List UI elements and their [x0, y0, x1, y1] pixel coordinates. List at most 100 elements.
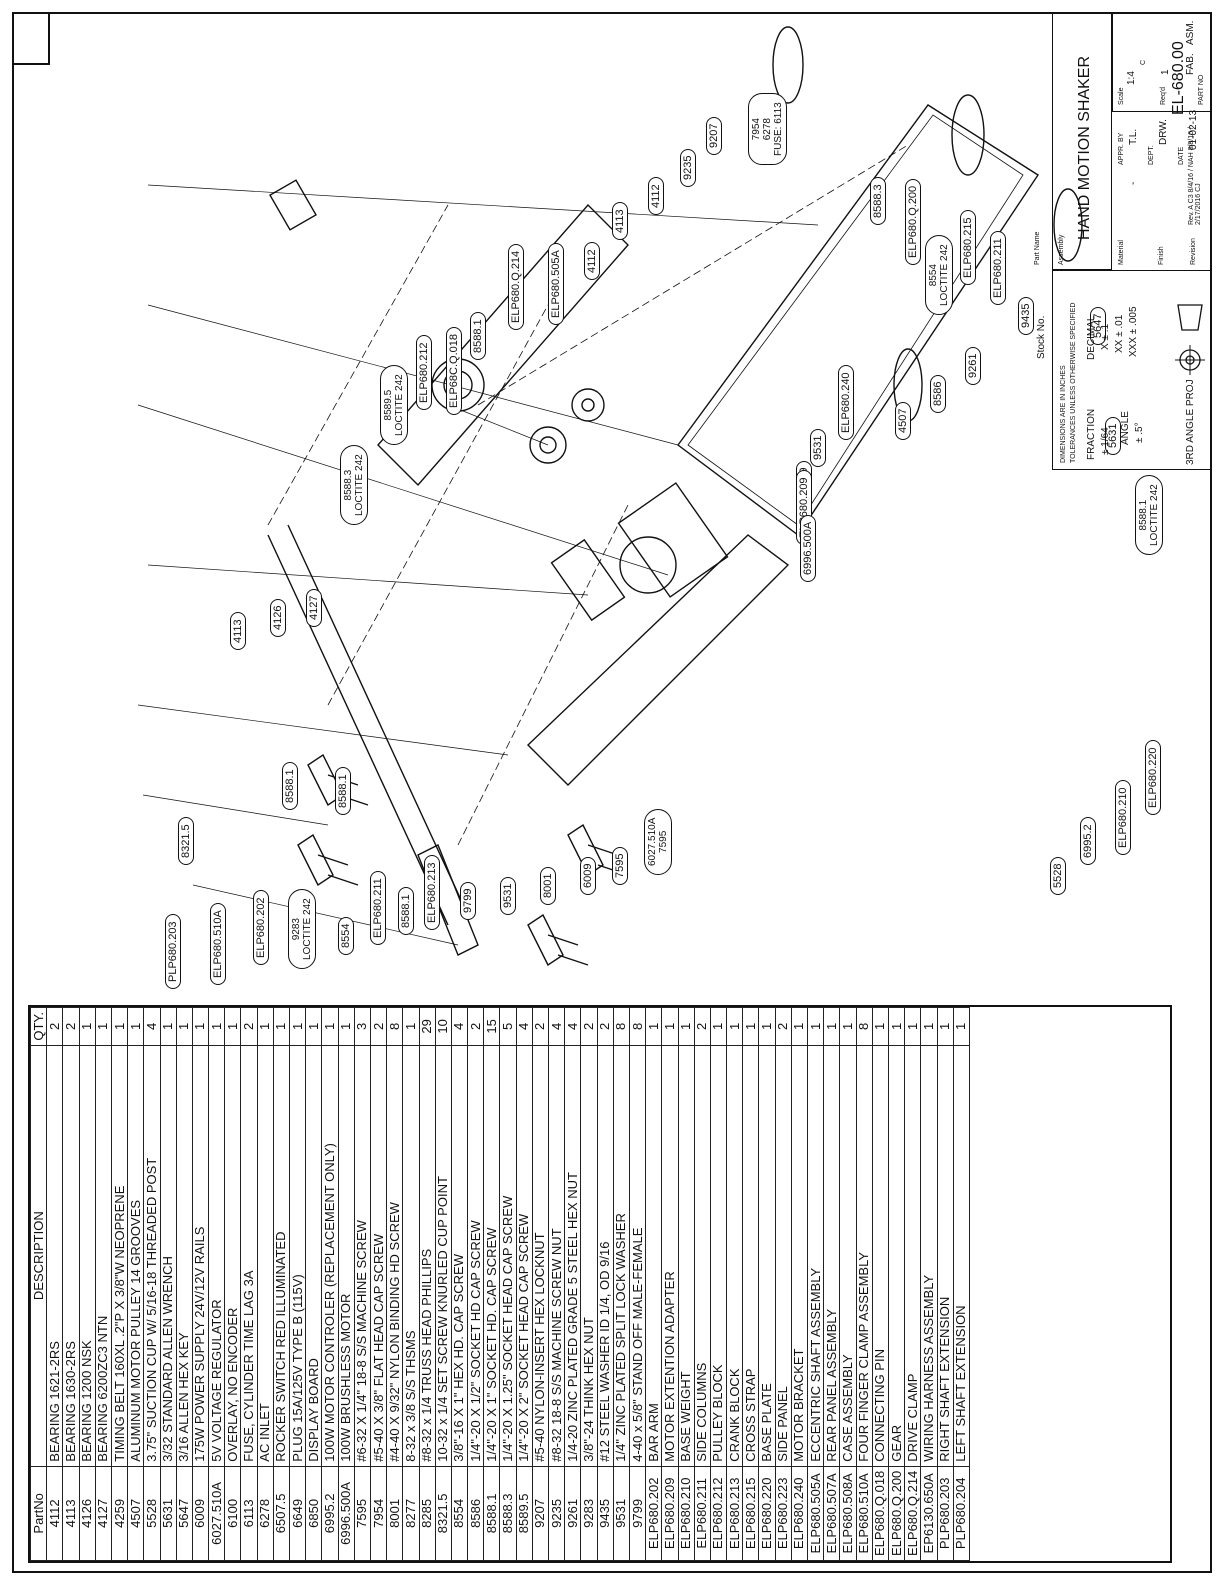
bom-cell-partno: ELP680.220: [758, 1466, 776, 1561]
balloon-8589-5-text: 8589.5: [383, 389, 394, 421]
bom-cell-partno: ELP680.223: [775, 1466, 792, 1561]
bom-cell-description: 3/32 STANDARD ALLEN WRENCH: [160, 1045, 177, 1467]
bom-cell-qty: 1: [257, 1007, 274, 1046]
balloon-6278-text: 6278: [762, 118, 773, 141]
finish-label: Finish: [1158, 246, 1165, 265]
projection-symbol-icon: [1175, 304, 1205, 375]
scale-size: C: [1140, 59, 1147, 65]
bom-cell-qty: 8: [386, 1007, 403, 1046]
bom-cell-description: 100W BRUSHLESS MOTOR: [338, 1045, 355, 1467]
bom-cell-description: #5-40 X 3/8" FLAT HEAD CAP SCREW: [370, 1045, 387, 1467]
balloon-elp680-202: ELP680.202: [253, 890, 269, 965]
bom-cell-qty: 4: [143, 1007, 160, 1046]
bom-cell-partno: 4127: [95, 1466, 112, 1561]
bom-cell-description: ECCENTRIC SHAFT ASSEMBLY: [807, 1045, 824, 1467]
balloon-elp680-q214: ELP680.Q.214: [508, 243, 524, 330]
bom-cell-qty: 2: [597, 1007, 614, 1046]
bom-cell-partno: ELP680.211: [694, 1466, 711, 1561]
angle-label: ANGLE: [1120, 411, 1131, 445]
bom-cell-qty: 8: [613, 1007, 630, 1046]
bom-cell-partno: EP6130.650A: [920, 1466, 937, 1561]
balloon-9283-loctite: 9283 LOCTITE 242: [288, 889, 316, 969]
bom-cell-partno: 6996.500A: [338, 1466, 355, 1561]
balloon-8554: 8554: [338, 916, 354, 955]
bom-cell-partno: 8277: [402, 1466, 419, 1561]
balloon-6027-text: 6027.510A: [647, 817, 658, 866]
bom-cell-description: PLUG 15A/125V TYPE B (115V): [289, 1045, 306, 1467]
bom-cell-partno: 8589.5: [516, 1466, 533, 1561]
bom-cell-partno: 6027.510A: [208, 1466, 225, 1561]
bom-cell-description: BEARING 1200 NSK: [79, 1045, 96, 1467]
bom-cell-description: BEARING 1630-2RS: [62, 1045, 80, 1467]
bom-cell-description: SIDE COLUMNS: [694, 1045, 711, 1467]
bom-cell-partno: ELP680.Q.018: [872, 1466, 889, 1561]
bom-cell-partno: 4259: [111, 1466, 128, 1561]
bom-cell-partno: ELP680.240: [791, 1466, 808, 1561]
bom-cell-description: PULLEY BLOCK: [710, 1045, 727, 1467]
bom-cell-partno: 7595: [354, 1466, 371, 1561]
bom-cell-partno: 6009: [192, 1466, 209, 1561]
bom-cell-partno: 5647: [176, 1466, 193, 1561]
balloon-6027-7595-text: 7595: [658, 830, 669, 853]
balloon-elp680-212: ELP680.212: [416, 335, 432, 410]
balloon-8588-1c: 8588.1: [470, 312, 486, 360]
dims-note-2: TOLERANCES UNLESS OTHERWISE SPECIFIED: [1070, 302, 1077, 463]
bom-cell-description: BASE WEIGHT: [678, 1045, 695, 1467]
bom-cell-description: BEARING 1621-2RS: [46, 1045, 63, 1467]
bom-cell-qty: 1: [839, 1007, 857, 1046]
bom-cell-description: CRANK BLOCK: [726, 1045, 743, 1467]
drw-label: DRW.: [1158, 119, 1169, 145]
bom-header-row: PartNo DESCRIPTION QTY.: [30, 1007, 47, 1561]
bom-row: 8001#4-40 X 9/32" NYLON BINDING HD SCREW…: [386, 1007, 403, 1561]
balloon-9799: 9799: [460, 881, 476, 920]
bom-cell-description: DRIVE CLAMP: [904, 1045, 921, 1467]
bom-cell-partno: 8588.3: [499, 1466, 517, 1561]
bom-cell-description: FUSE, CYLINDER TIME LAG 3A: [240, 1045, 258, 1467]
balloon-6027-510a: 6027.510A 7595: [644, 808, 672, 875]
bom-cell-qty: 1: [791, 1007, 808, 1046]
bom-cell-qty: 29: [419, 1007, 436, 1046]
balloon-7954-text: 7954: [751, 118, 762, 141]
bom-cell-partno: 8285: [419, 1466, 436, 1561]
balloon-4127: 4127: [306, 588, 322, 627]
material-label: Material: [1118, 240, 1125, 265]
balloon-9207: 9207: [706, 116, 722, 155]
bom-cell-qty: 1: [742, 1007, 759, 1046]
bom-cell-description: CROSS STRAP: [742, 1045, 759, 1467]
bom-cell-partno: 8586: [467, 1466, 484, 1561]
decimal-x: X ± .1: [1100, 323, 1111, 350]
bom-cell-partno: ELP680.507A: [823, 1466, 840, 1561]
bom-cell-qty: 1: [645, 1007, 662, 1046]
bom-cell-description: 8-32 x 3/8 S/S THSMS: [402, 1045, 419, 1467]
bom-cell-partno: 4507: [127, 1466, 144, 1561]
material-value: -: [1128, 181, 1139, 185]
balloon-elp680-213: ELP680.213: [424, 855, 440, 930]
balloon-elp680-211: ELP680.211: [370, 871, 386, 945]
balloon-8589-5-loctite-text: LOCTITE 242: [394, 374, 405, 436]
bom-cell-qty: 1: [321, 1007, 339, 1046]
balloon-5528: 5528: [1050, 856, 1066, 895]
bom-cell-qty: 2: [775, 1007, 792, 1046]
balloon-8554b-loctite-text: LOCTITE 242: [939, 244, 950, 306]
